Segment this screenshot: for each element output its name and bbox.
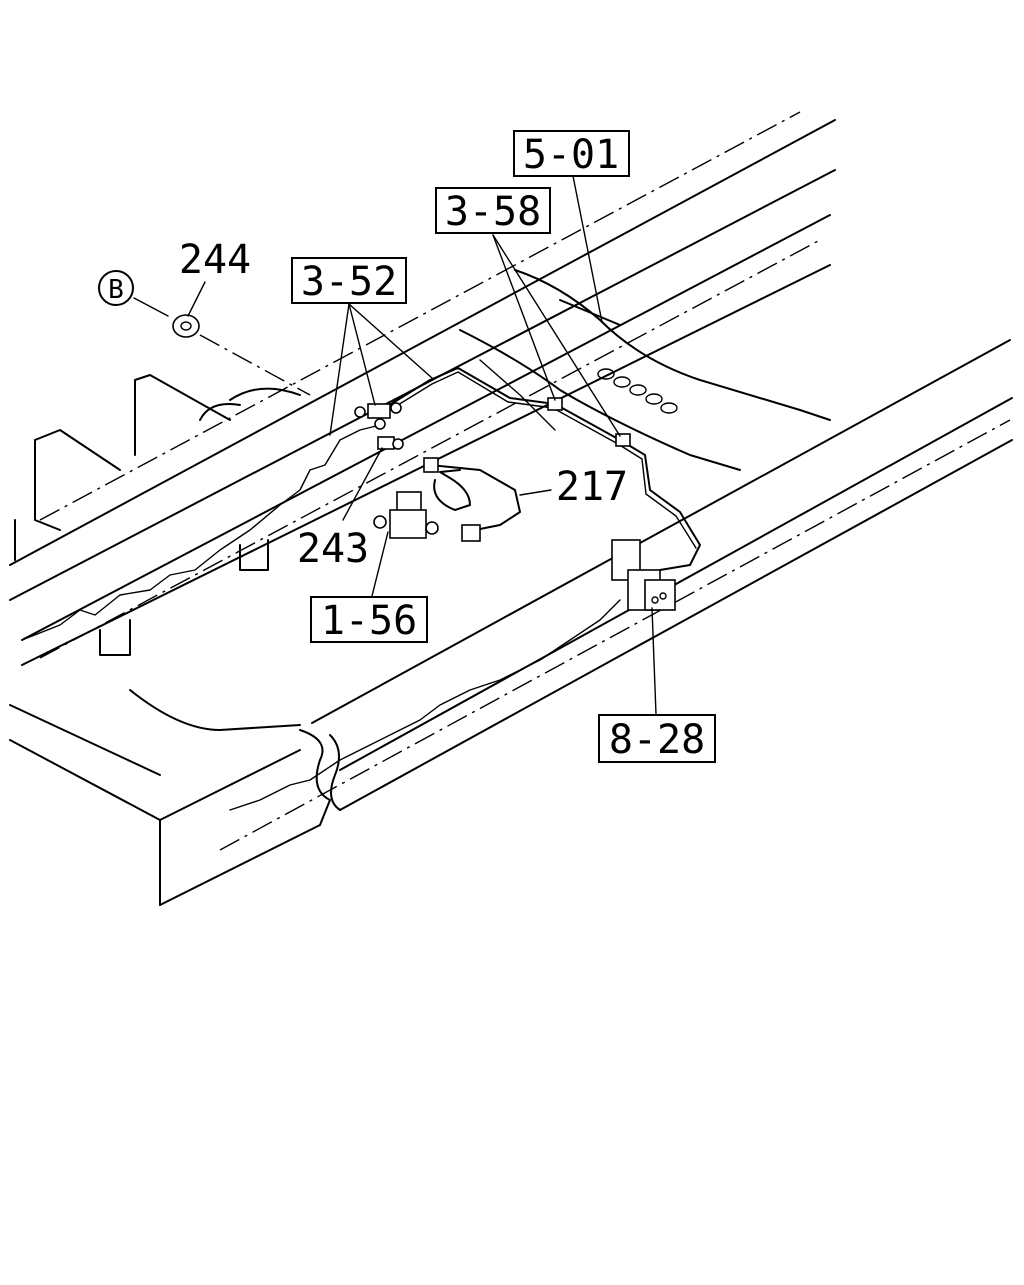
- pipe-clip-2: [615, 433, 631, 447]
- ref-box-1-56[interactable]: 1-56: [310, 596, 428, 644]
- valve-8-28: [611, 539, 676, 611]
- tee-fitting: [354, 402, 402, 430]
- ref-label-3-58: 3-58: [445, 189, 541, 235]
- ref-box-5-01[interactable]: 5-01: [513, 130, 630, 178]
- part-number-217[interactable]: 217: [556, 464, 628, 510]
- view-marker-letter: B: [108, 275, 124, 305]
- ref-box-3-58[interactable]: 3-58: [435, 187, 551, 235]
- nut-244: [172, 314, 311, 396]
- valve-1-56: [373, 491, 481, 542]
- leader-lines: [133, 175, 657, 715]
- ref-label-3-52: 3-52: [301, 259, 397, 305]
- ref-label-1-56: 1-56: [321, 598, 417, 644]
- part-number-244[interactable]: 244: [179, 237, 251, 283]
- ref-label-5-01: 5-01: [523, 132, 619, 178]
- union-fitting-243: [377, 436, 439, 473]
- brake-pipes: [377, 367, 701, 571]
- ref-box-8-28[interactable]: 8-28: [598, 714, 716, 763]
- ref-box-3-52[interactable]: 3-52: [291, 257, 407, 305]
- part-number-243[interactable]: 243: [297, 526, 369, 572]
- ref-label-8-28: 8-28: [609, 717, 705, 763]
- pipe-clip-1: [547, 397, 563, 411]
- view-marker: B: [98, 270, 134, 306]
